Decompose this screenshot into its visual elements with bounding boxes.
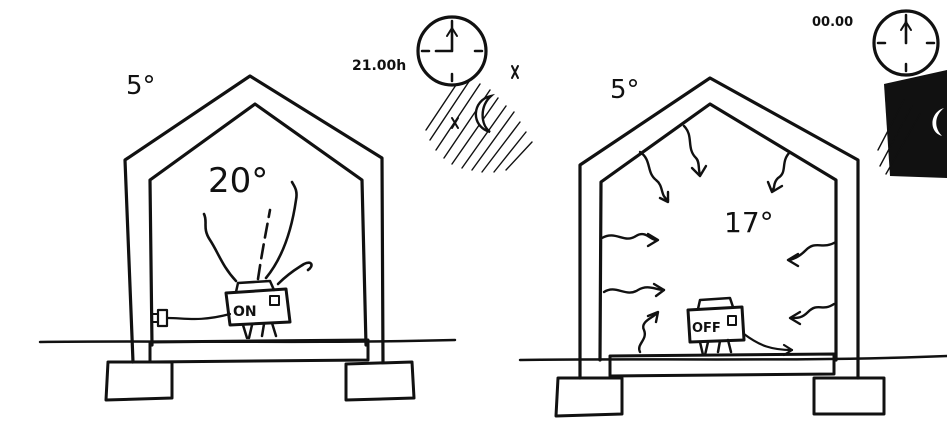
clock-time-label: 21.00h (352, 58, 406, 74)
panel-heater-on: ON 5° 20° (40, 17, 532, 400)
night-sky-dark (878, 70, 947, 178)
foundation-right (814, 378, 884, 414)
heater-status-label: OFF (692, 321, 721, 336)
plug-icon (152, 310, 167, 326)
power-cable (744, 334, 792, 350)
foundation-left (556, 378, 622, 416)
inside-temperature: 17° (724, 206, 774, 239)
foundation-left (106, 362, 172, 400)
heater-icon: ON (226, 281, 290, 338)
outside-temperature: 5° (610, 75, 640, 105)
house-inner-wall (150, 104, 366, 345)
floor-slab (150, 340, 368, 362)
foundation-right (346, 362, 414, 400)
ground-line (520, 356, 947, 360)
clock-time-label: 00.00 (812, 15, 853, 30)
inside-temperature: 20° (208, 161, 268, 201)
heater-status-label: ON (233, 304, 257, 320)
panel-heater-off: OFF (520, 11, 947, 416)
clock-icon (874, 11, 938, 75)
heater-icon: OFF (688, 298, 744, 355)
floor-slab (610, 354, 834, 376)
clock-icon (418, 17, 486, 85)
outside-temperature: 5° (126, 71, 156, 101)
power-cable (168, 314, 230, 319)
